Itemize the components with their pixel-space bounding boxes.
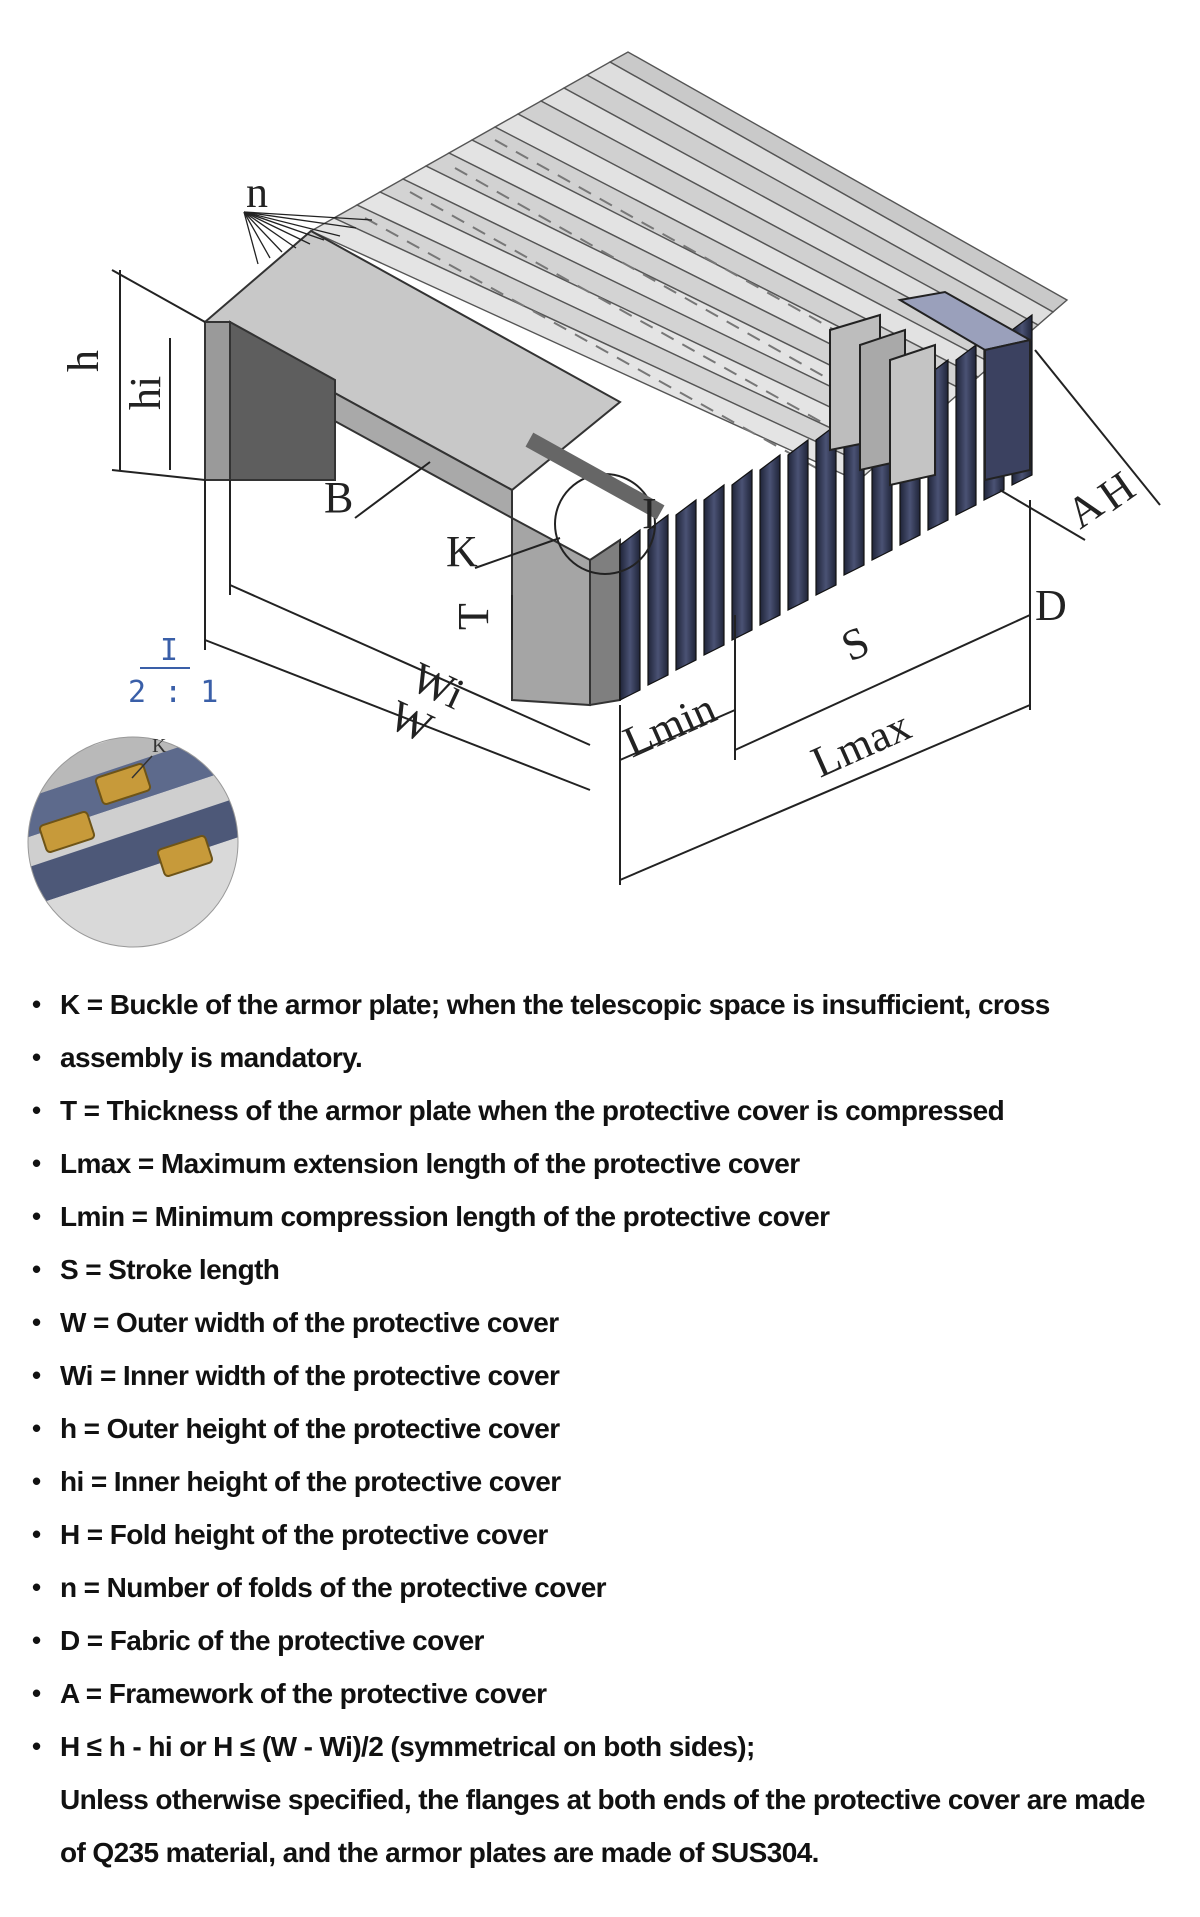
label-Lmax: Lmax (804, 701, 918, 788)
dimension-lines (111, 269, 1161, 885)
front-flange (203, 229, 622, 707)
fold-count-leader (243, 211, 373, 265)
label-K: K (446, 527, 478, 576)
legend-text: W = Outer width of the protective cover (60, 1307, 559, 1338)
legend-item: •Wi = Inner width of the protective cove… (32, 1360, 560, 1391)
legend-item: •T = Thickness of the armor plate when t… (32, 1095, 1005, 1126)
legend-text: D = Fabric of the protective cover (60, 1625, 484, 1656)
legend-text: n = Number of folds of the protective co… (60, 1572, 607, 1603)
legend-text: H ≤ h - hi or H ≤ (W - Wi)/2 (symmetrica… (60, 1731, 755, 1762)
legend-item: •S = Stroke length (32, 1254, 280, 1285)
legend-item: •D = Fabric of the protective cover (32, 1625, 484, 1656)
label-B: B (324, 473, 353, 522)
legend-item: •W = Outer width of the protective cover (32, 1307, 559, 1338)
detail-label-K: K (152, 735, 167, 757)
label-D: D (1035, 581, 1067, 630)
buckle-rail (525, 432, 665, 520)
label-h: h (59, 350, 108, 372)
legend-text: assembly is mandatory. (60, 1042, 363, 1073)
legend-note-text: Unless otherwise specified, the flanges … (60, 1784, 1145, 1815)
label-I: I (642, 489, 657, 538)
legend-item: •h = Outer height of the protective cove… (32, 1413, 560, 1444)
label-hi: hi (121, 376, 170, 410)
legend-text: T = Thickness of the armor plate when th… (60, 1095, 1005, 1126)
legend-item: •H ≤ h - hi or H ≤ (W - Wi)/2 (symmetric… (32, 1731, 755, 1762)
legend-item: •K = Buckle of the armor plate; when the… (32, 989, 1050, 1020)
legend-text: Wi = Inner width of the protective cover (60, 1360, 560, 1391)
legend-item: •A = Framework of the protective cover (32, 1678, 547, 1709)
legend-note-text: of Q235 material, and the armor plates a… (60, 1837, 819, 1868)
label-n: n (246, 168, 268, 217)
label-S: S (834, 616, 876, 671)
legend-text: Lmin = Minimum compression length of the… (60, 1201, 830, 1232)
plate-guide-lines (364, 139, 921, 471)
detail-view-2-1: I 2 : 1 K (27, 633, 239, 948)
legend-item: •Lmin = Minimum compression length of th… (32, 1201, 830, 1232)
legend-text: A = Framework of the protective cover (60, 1678, 547, 1709)
legend-text: Lmax = Maximum extension length of the p… (60, 1148, 800, 1179)
rear-framework (829, 290, 1033, 487)
legend-item: •n = Number of folds of the protective c… (32, 1572, 607, 1603)
bellows-cover-diagram: n h hi B K I T Wi W Lmin S Lmax A H D I … (27, 51, 1161, 948)
detail-scale: 2 : 1 (128, 675, 218, 710)
legend-item: •Lmax = Maximum extension length of the … (32, 1148, 800, 1179)
legend-note-line: Unless otherwise specified, the flanges … (22, 1773, 1182, 1826)
legend-note-line: of Q235 material, and the armor plates a… (22, 1826, 1182, 1879)
legend-text: h = Outer height of the protective cover (60, 1413, 560, 1444)
legend-item: •assembly is mandatory. (32, 1042, 363, 1073)
legend-text: K = Buckle of the armor plate; when the … (60, 989, 1050, 1020)
legend-text: H = Fold height of the protective cover (60, 1519, 548, 1550)
legend-text: S = Stroke length (60, 1254, 280, 1285)
legend: •K = Buckle of the armor plate; when the… (22, 978, 1182, 1879)
legend-text: hi = Inner height of the protective cove… (60, 1466, 561, 1497)
label-Lmin: Lmin (616, 684, 723, 768)
legend-item: •hi = Inner height of the protective cov… (32, 1466, 561, 1497)
detail-label-I: I (160, 633, 178, 668)
label-T: T (449, 603, 498, 630)
legend-item: •H = Fold height of the protective cover (32, 1519, 548, 1550)
